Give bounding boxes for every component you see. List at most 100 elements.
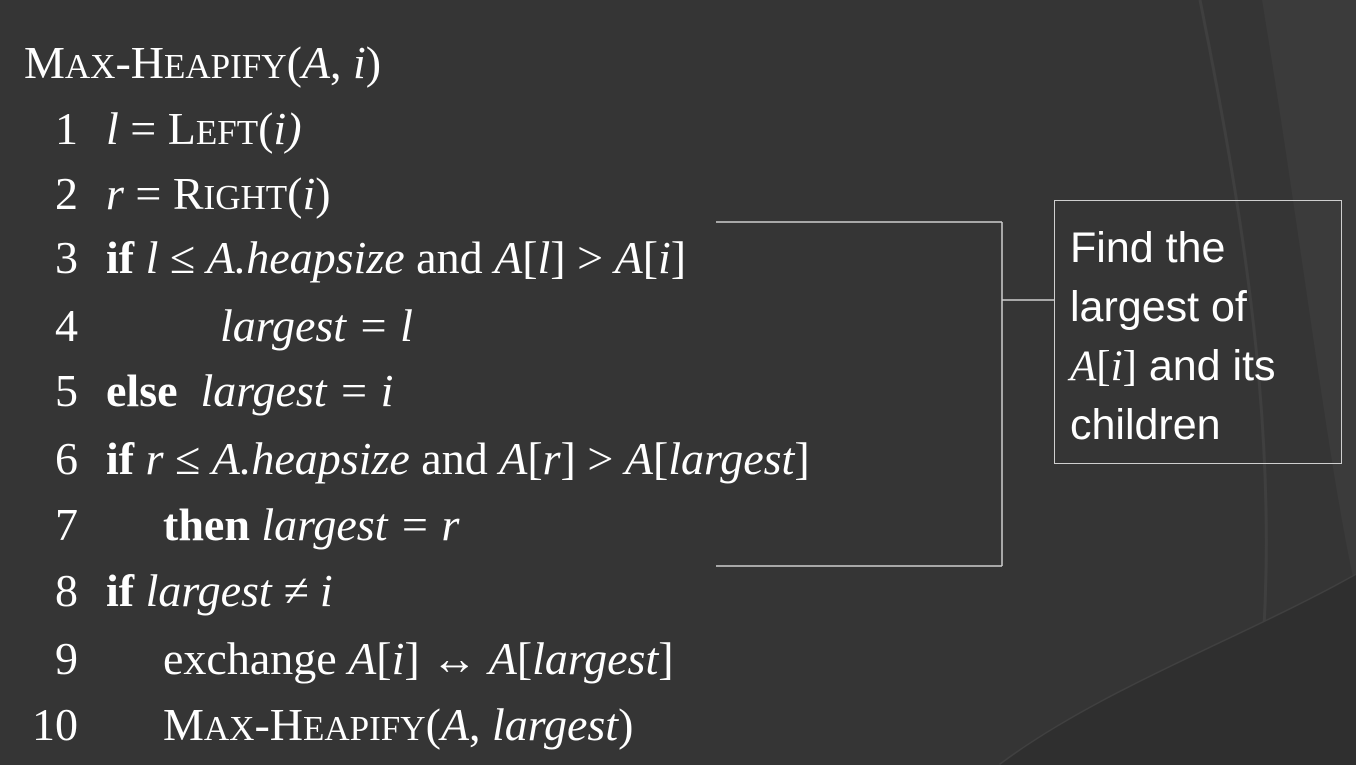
gt-op: > [575,433,625,484]
fn-right-rest: IGHT [203,178,288,217]
var-l: l [106,103,119,154]
note-line-2: largest of [1070,283,1247,331]
title-arg1: A [301,37,330,88]
bracket: [ [516,633,533,684]
open-paren: ( [258,103,274,154]
note-bracket: [ [1096,343,1111,390]
fn-first: M [163,699,204,750]
title-arg2: i [353,37,366,88]
arg-largest: largest [492,699,619,750]
index: largest [532,633,659,684]
line-number: 7 [55,499,78,550]
arg-sep: , [469,699,492,750]
fn-right-first: R [172,168,204,219]
array-a: A [488,633,517,684]
bracket: ] [658,633,674,684]
arg-a: A [440,699,469,750]
line-number: 6 [55,433,78,484]
bracket: ] [670,232,687,283]
note-line-3: A[i] and its [1070,337,1341,396]
line-number: 1 [55,103,78,154]
leq-op: ≤ [158,232,207,283]
keyword-if: if [106,232,135,283]
line-number: 9 [55,633,78,684]
leq-op: ≤ [163,433,212,484]
keyword-if: if [106,433,135,484]
bracket: [ [376,633,392,684]
assign-largest-i: largest = i [200,365,394,416]
index: l [537,232,551,283]
note-array-a: A [1070,343,1097,390]
title-close-paren: ) [365,37,382,88]
keyword-then: then [163,499,250,550]
fn-first: H [269,699,304,750]
note-index-i: i [1110,343,1123,390]
cond-var: r [145,433,164,484]
array-a: A [614,232,643,283]
open-paren: ( [425,699,441,750]
line-number: 3 [55,232,78,283]
array-a: A [348,633,377,684]
cond-var: l [145,232,159,283]
array-a: A [494,232,523,283]
bracket: [ [527,433,543,484]
note-and-its: and its [1136,342,1276,390]
arg-i: i [302,168,316,219]
array-a: A [624,433,653,484]
keyword-if: if [106,565,135,616]
bracket: [ [522,232,538,283]
swap-arrow: ↔ [419,633,489,684]
fn-rest: EAPIFY [303,709,426,748]
bracket: ] [404,633,420,684]
array-a: A [499,433,528,484]
title-ax: AX [64,47,116,86]
assign-largest-l: largest = l [220,300,413,351]
assign-op: = [118,103,168,154]
assign-op: = [123,168,173,219]
note-line-1: Find the [1070,224,1226,272]
line-number: 10 [32,699,78,750]
arg-i: i [273,103,287,154]
bracket: ] [550,232,566,283]
annotation-box: Find the largest of A[i] and its childre… [1054,200,1342,464]
assign-largest-r: largest = r [261,499,460,550]
title-eapify: EAPIFY [164,47,287,86]
close-paren: ) [315,168,331,219]
index: i [658,232,671,283]
bracket: ] [560,433,576,484]
word-exchange: exchange [163,633,349,684]
heapsize: A.heapsize [211,433,410,484]
bracket: ] [794,433,810,484]
title-h: H [130,37,165,88]
open-paren: ( [287,168,303,219]
note-line-4: children [1070,401,1221,449]
note-bracket: ] [1122,343,1137,390]
line-number: 8 [55,565,78,616]
bracket: [ [642,232,659,283]
index: i [391,633,405,684]
title-m: M [24,37,65,88]
line-number: 2 [55,168,78,219]
close-paren: ) [618,699,634,750]
fn-left-rest: EFT [195,113,259,152]
keyword-else: else [106,365,178,416]
gt-op: > [565,232,615,283]
line-number: 4 [55,300,78,351]
cond-largest-neq-i: largest ≠ i [145,565,333,616]
fn-rest: AX [203,709,255,748]
and-op: and [404,232,495,283]
index: largest [668,433,795,484]
and-op: and [409,433,500,484]
heapsize: A.heapsize [206,232,405,283]
close-paren: ) [286,103,302,154]
fn-left-first: L [167,103,196,154]
title-open-paren: ( [286,37,302,88]
title-sep: , [330,37,353,88]
var-r: r [106,168,124,219]
index: r [542,433,561,484]
fn-dash: - [254,699,270,750]
line-number: 5 [55,365,78,416]
bracket: [ [652,433,669,484]
